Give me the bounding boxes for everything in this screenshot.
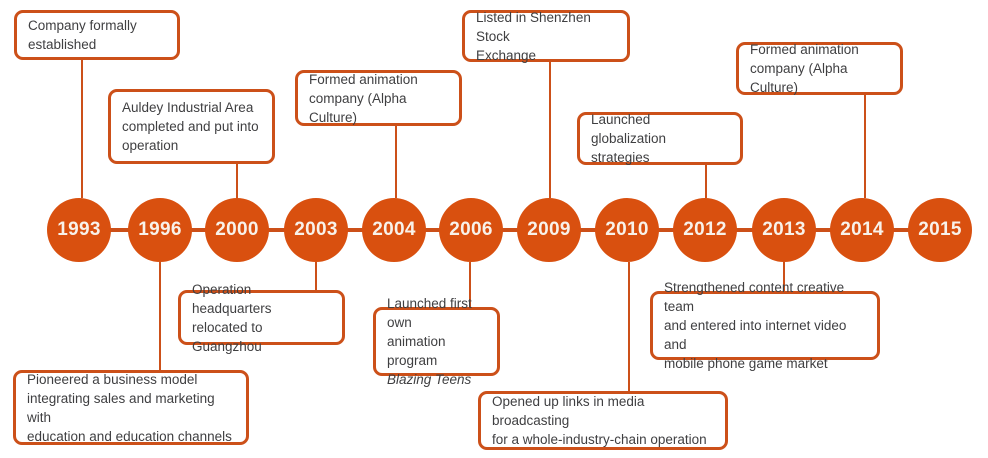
timeline-axis	[79, 228, 940, 232]
callout-2003-text: Operation headquarters relocated to Guan…	[192, 281, 272, 354]
callout-2000-text: Auldey Industrial Area completed and put…	[122, 100, 259, 153]
year-circle-2006: 2006	[439, 198, 503, 262]
callout-2006: Launched first own animation program Bla…	[373, 296, 500, 387]
callout-2006-text: Launched first own animation program Bla…	[387, 275, 486, 408]
connector-2010	[628, 262, 630, 392]
connector-1996	[159, 262, 161, 370]
year-circle-1996: 1996	[128, 198, 192, 262]
year-circle-2015: 2015	[908, 198, 972, 262]
callout-2012-text: Launched globalization strategies	[591, 112, 667, 165]
callout-2006-main-text: Launched first own animation program	[387, 296, 472, 368]
year-circle-2010: 2010	[595, 198, 659, 262]
year-circle-2003: 2003	[284, 198, 348, 262]
callout-1993: Company formally established	[14, 10, 180, 60]
connector-2006	[469, 262, 471, 308]
callout-2013: Strengthened content creative team and e…	[650, 280, 880, 371]
year-circle-1993: 1993	[47, 198, 111, 262]
callout-1996-text: Pioneered a business model integrating s…	[27, 371, 232, 444]
year-circle-2004: 2004	[362, 198, 426, 262]
callout-2013-text: Strengthened content creative team and e…	[664, 280, 847, 371]
callout-2003: Operation headquarters relocated to Guan…	[178, 282, 345, 354]
year-circle-2014: 2014	[830, 198, 894, 262]
callout-2010-text: Opened up links in media broadcasting fo…	[492, 394, 707, 447]
callout-2014-text: Formed animation company (Alpha Culture)	[750, 42, 859, 95]
callout-2014: Formed animation company (Alpha Culture)	[736, 42, 903, 95]
year-circle-2013: 2013	[752, 198, 816, 262]
callout-1993-text: Company formally established	[28, 18, 137, 52]
connector-2014	[864, 94, 866, 198]
callout-2006-italic-title: Blazing Teens	[387, 372, 472, 387]
callout-2000: Auldey Industrial Area completed and put…	[108, 89, 275, 164]
callout-1996: Pioneered a business model integrating s…	[13, 370, 249, 445]
year-circle-2012: 2012	[673, 198, 737, 262]
connector-2009	[549, 61, 551, 198]
connector-1993	[81, 58, 83, 198]
callout-2004-text: Formed animation company (Alpha Culture)	[309, 71, 418, 125]
connector-2004	[395, 125, 397, 198]
callout-2009: Listed in Shenzhen Stock Exchange	[462, 9, 630, 63]
connector-2003	[315, 262, 317, 291]
year-circle-2000: 2000	[205, 198, 269, 262]
connector-2012	[705, 164, 707, 198]
callout-2009-text: Listed in Shenzhen Stock Exchange	[476, 9, 591, 63]
year-circle-2009: 2009	[517, 198, 581, 262]
connector-2013	[783, 262, 785, 292]
connector-2000	[236, 163, 238, 198]
callout-2010: Opened up links in media broadcasting fo…	[478, 391, 728, 450]
callout-2012: Launched globalization strategies	[577, 112, 743, 165]
callout-2004: Formed animation company (Alpha Culture)	[295, 70, 462, 126]
